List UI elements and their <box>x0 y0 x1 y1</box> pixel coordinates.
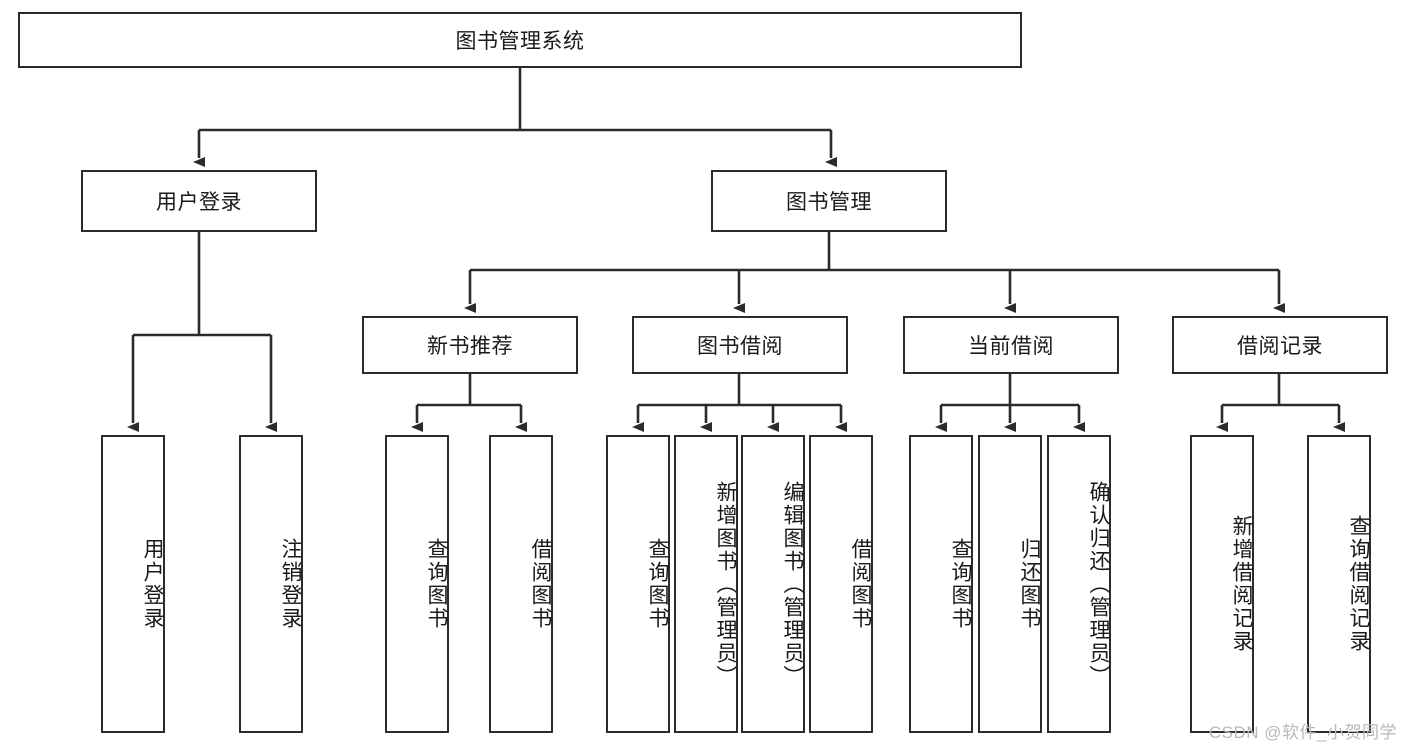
node-label: 用户登录 <box>141 538 164 630</box>
node-label: 查询借阅记录 <box>1347 515 1370 653</box>
node-label: 图书管理系统 <box>455 30 585 53</box>
leaf-add-book-admin[interactable]: 新增图书（管理员） <box>674 435 738 733</box>
leaf-user-logout[interactable]: 注销登录 <box>239 435 303 733</box>
node-label: 图书管理 <box>786 191 872 214</box>
leaf-return-book[interactable]: 归还图书 <box>978 435 1042 733</box>
leaf-query-book-borrow[interactable]: 查询图书 <box>606 435 670 733</box>
node-label: 查询图书 <box>646 538 669 630</box>
leaf-add-borrow-record[interactable]: 新增借阅记录 <box>1190 435 1254 733</box>
node-current-borrow[interactable]: 当前借阅 <box>903 316 1119 374</box>
leaf-user-login[interactable]: 用户登录 <box>101 435 165 733</box>
watermark-text: CSDN @软件_小贺同学 <box>1208 723 1397 742</box>
node-label: 用户登录 <box>156 191 242 214</box>
node-label: 确认归还（管理员） <box>1087 480 1110 688</box>
node-label: 借阅图书 <box>849 538 872 630</box>
node-new-book-recommend[interactable]: 新书推荐 <box>362 316 578 374</box>
node-label: 当前借阅 <box>968 335 1054 358</box>
leaf-query-borrow-record[interactable]: 查询借阅记录 <box>1307 435 1371 733</box>
node-label: 新增图书（管理员） <box>714 480 737 688</box>
node-label: 注销登录 <box>279 538 302 630</box>
node-user-login[interactable]: 用户登录 <box>81 170 317 232</box>
node-label: 图书借阅 <box>697 335 783 358</box>
node-label: 编辑图书（管理员） <box>781 480 804 688</box>
node-label: 查询图书 <box>949 538 972 630</box>
node-borrow-record[interactable]: 借阅记录 <box>1172 316 1388 374</box>
node-label: 新增借阅记录 <box>1230 515 1253 653</box>
node-label: 归还图书 <box>1018 538 1041 630</box>
leaf-borrow-book-recommend[interactable]: 借阅图书 <box>489 435 553 733</box>
leaf-edit-book-admin[interactable]: 编辑图书（管理员） <box>741 435 805 733</box>
node-label: 借阅图书 <box>529 538 552 630</box>
node-book-management[interactable]: 图书管理 <box>711 170 947 232</box>
leaf-confirm-return-admin[interactable]: 确认归还（管理员） <box>1047 435 1111 733</box>
node-root-system[interactable]: 图书管理系统 <box>18 12 1022 68</box>
node-label: 借阅记录 <box>1237 335 1323 358</box>
node-label: 查询图书 <box>425 538 448 630</box>
leaf-borrow-book-borrow[interactable]: 借阅图书 <box>809 435 873 733</box>
leaf-query-book-current[interactable]: 查询图书 <box>909 435 973 733</box>
node-book-borrow[interactable]: 图书借阅 <box>632 316 848 374</box>
leaf-query-book-recommend[interactable]: 查询图书 <box>385 435 449 733</box>
node-label: 新书推荐 <box>427 335 513 358</box>
